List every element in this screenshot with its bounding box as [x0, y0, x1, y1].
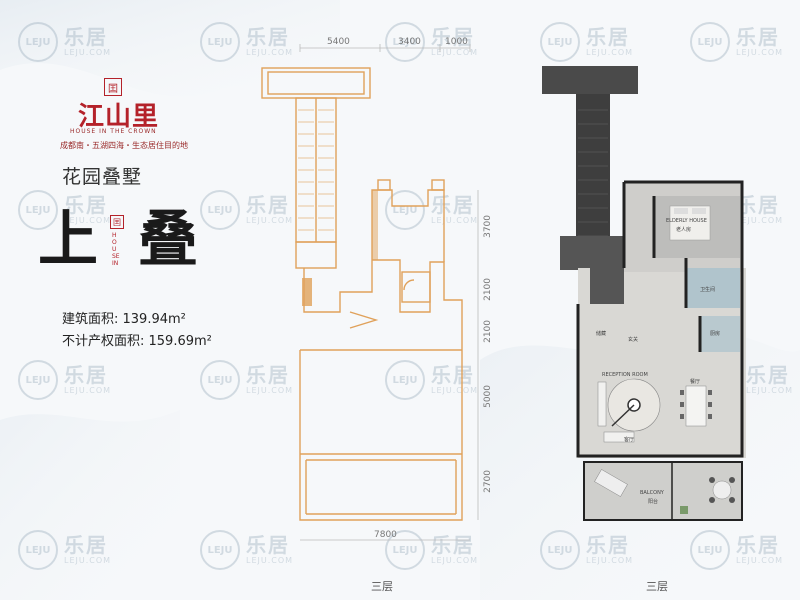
- lounger-icon: [594, 469, 628, 497]
- room-label-entry: 玄关: [628, 337, 639, 343]
- bathroom: [686, 268, 740, 308]
- stair-top: [542, 66, 638, 94]
- room-label-kitchen: 厨房: [710, 331, 721, 337]
- title-seal-vertical-text: HOUSE IN: [112, 232, 120, 267]
- building-area: 建筑面积: 139.94m²: [62, 312, 186, 327]
- furnished-walls: [576, 180, 744, 458]
- brand-seal: 囯: [104, 78, 122, 96]
- stair-treads: [298, 109, 334, 231]
- kitchen: [700, 316, 740, 352]
- room-label-bathroom: 卫生间: [700, 287, 716, 293]
- dining-table-icon: [685, 385, 707, 427]
- room-label-elderly-en: ELDERLY HOUSE: [666, 218, 707, 224]
- room-label-elderly: 老人房: [676, 227, 692, 233]
- dim-top-1: 5400: [327, 37, 350, 47]
- plan-label-left: 三层: [371, 580, 393, 593]
- room-label-dining: 餐厅: [690, 379, 701, 385]
- plan-label-right: 三层: [646, 580, 668, 593]
- title-seal: 囯: [110, 215, 124, 229]
- room-label-reception-en: RECEPTION ROOM: [602, 372, 648, 378]
- stair-tower: [576, 94, 610, 244]
- room-label-storage: 储藏: [596, 331, 607, 337]
- brand-slogan: 成都南・五湖四海・生态居住目的地: [60, 141, 188, 150]
- title-char-upper: 上: [38, 205, 98, 275]
- room-label-balcony: 阳台: [648, 499, 659, 505]
- stair-well: [590, 268, 624, 304]
- dim-top-3: 1000: [445, 37, 468, 47]
- title-char-stack: 叠: [138, 205, 198, 275]
- room-label-reception: 客厅: [624, 437, 635, 443]
- sofa-icon: [597, 381, 607, 427]
- dim-bottom: 7800: [374, 530, 397, 540]
- round-table-icon: [712, 480, 732, 500]
- non-property-area: 不计产权面积: 159.69m²: [62, 334, 212, 349]
- stair-landing: [560, 236, 624, 270]
- product-type: 花园叠墅: [62, 166, 143, 188]
- dim-top-2: 3400: [398, 37, 421, 47]
- brand-english: HOUSE IN THE CROWN: [70, 128, 157, 135]
- room-label-balcony-en: BALCONY: [640, 490, 664, 496]
- brand-name: 江山里: [78, 102, 160, 132]
- plan-walls: [261, 67, 463, 521]
